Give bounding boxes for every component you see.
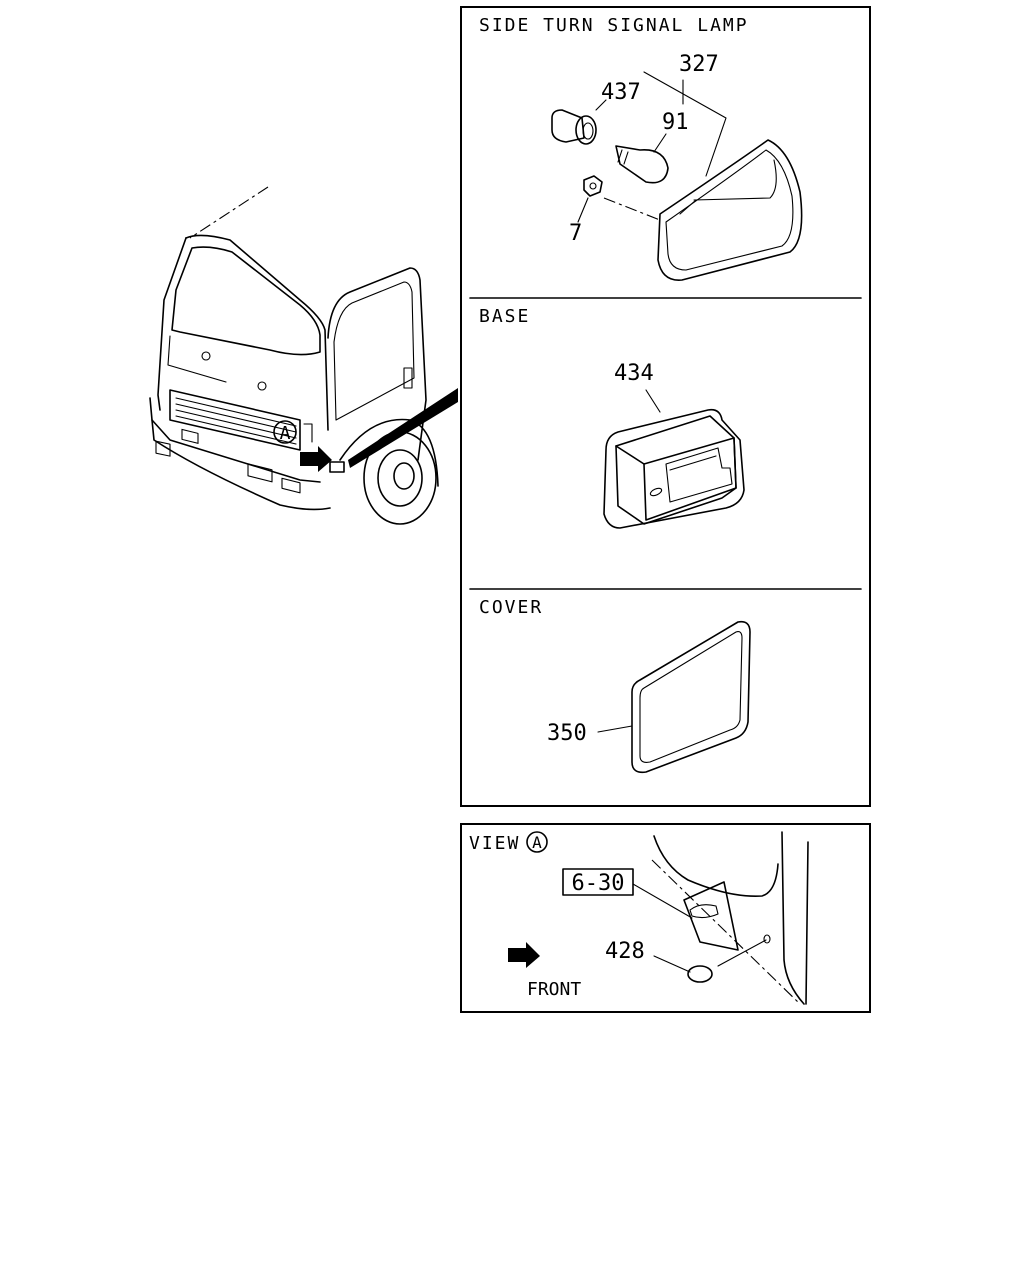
front-direction-label: FRONT bbox=[527, 979, 581, 1000]
leader-line bbox=[653, 955, 691, 973]
headlamp-left bbox=[181, 428, 199, 444]
part-number-label: 434 bbox=[614, 361, 654, 386]
view-a-panel bbox=[460, 823, 871, 1013]
body-panel-edge bbox=[805, 841, 809, 1005]
part-leader bbox=[303, 423, 313, 443]
bracket-plate bbox=[683, 881, 739, 951]
part-number-label: 7 bbox=[569, 221, 582, 246]
reference-label: 6-30 bbox=[572, 871, 625, 896]
panel-seam bbox=[651, 859, 801, 1005]
roof-leader-line bbox=[189, 186, 269, 239]
windshield bbox=[171, 246, 321, 356]
assembly-axis bbox=[603, 197, 661, 221]
part-number-label: 350 bbox=[547, 721, 587, 746]
wheel-rim bbox=[377, 449, 423, 507]
section-cover: COVER 350 bbox=[479, 597, 751, 774]
section-title: BASE bbox=[479, 306, 530, 327]
lamp-base-part bbox=[603, 408, 745, 529]
section-base: BASE 434 bbox=[479, 306, 745, 529]
door-window bbox=[333, 281, 415, 421]
wheel-hub bbox=[393, 462, 415, 490]
door-outline bbox=[327, 267, 427, 461]
assembly-bracket-leader bbox=[643, 71, 727, 177]
leader-line bbox=[597, 725, 633, 733]
grille-slats bbox=[175, 397, 297, 445]
wiper-pivot bbox=[201, 351, 211, 361]
view-marker-label: A bbox=[280, 423, 291, 444]
assembly-axis bbox=[717, 939, 767, 967]
part-number-label: 428 bbox=[605, 939, 645, 964]
socket-part bbox=[551, 109, 597, 145]
part-number-label: 327 bbox=[679, 52, 719, 77]
leader-line bbox=[577, 197, 589, 223]
truck-overview: A bbox=[149, 186, 458, 525]
bulb-part bbox=[615, 145, 669, 184]
view-marker-circle bbox=[273, 420, 297, 444]
cab-front-panel bbox=[167, 335, 227, 383]
section-title: COVER bbox=[479, 597, 543, 618]
leader-line bbox=[632, 883, 693, 919]
cab-left-edge bbox=[157, 237, 187, 411]
leader-line bbox=[595, 99, 607, 111]
view-title: VIEW bbox=[469, 833, 520, 854]
wiper-pivot bbox=[257, 381, 267, 391]
bumper-bottom bbox=[151, 419, 331, 511]
leader-line bbox=[645, 389, 661, 413]
body-panel-edge bbox=[781, 831, 805, 1005]
lamp-cover-part bbox=[631, 620, 751, 774]
fender-edge bbox=[653, 835, 779, 897]
grille bbox=[169, 389, 301, 451]
cab-windshield-frame bbox=[185, 234, 329, 431]
side-lamp-part bbox=[687, 965, 713, 983]
view-marker-circle bbox=[526, 831, 548, 853]
section-side-turn-signal-lamp: SIDE TURN SIGNAL LAMP 327 437 91 7 bbox=[479, 15, 803, 281]
section-view-a: VIEW A 6-30 428 FRONT bbox=[469, 831, 809, 1005]
callout-wedge bbox=[348, 388, 458, 468]
leader-line bbox=[653, 133, 667, 153]
reference-box bbox=[562, 868, 634, 896]
door-handle bbox=[403, 367, 413, 389]
nut-part bbox=[583, 175, 603, 197]
exploded-view-panel bbox=[460, 6, 871, 807]
bumper-top bbox=[149, 397, 321, 483]
view-marker-label: A bbox=[532, 833, 542, 852]
part-number-label: 437 bbox=[601, 80, 641, 105]
part-number-label: 91 bbox=[662, 110, 689, 135]
front-direction-arrow-icon bbox=[508, 942, 540, 968]
side-turn-lamp-on-truck bbox=[329, 461, 345, 473]
signal-lamp-front bbox=[281, 477, 301, 494]
lamp-lens-part bbox=[657, 139, 803, 281]
fog-lamp-left bbox=[155, 440, 171, 457]
mount-point bbox=[763, 934, 771, 944]
view-arrow-icon bbox=[300, 446, 332, 472]
headlamp-right bbox=[247, 463, 273, 483]
mount-hole bbox=[689, 904, 719, 919]
section-title: SIDE TURN SIGNAL LAMP bbox=[479, 15, 749, 36]
